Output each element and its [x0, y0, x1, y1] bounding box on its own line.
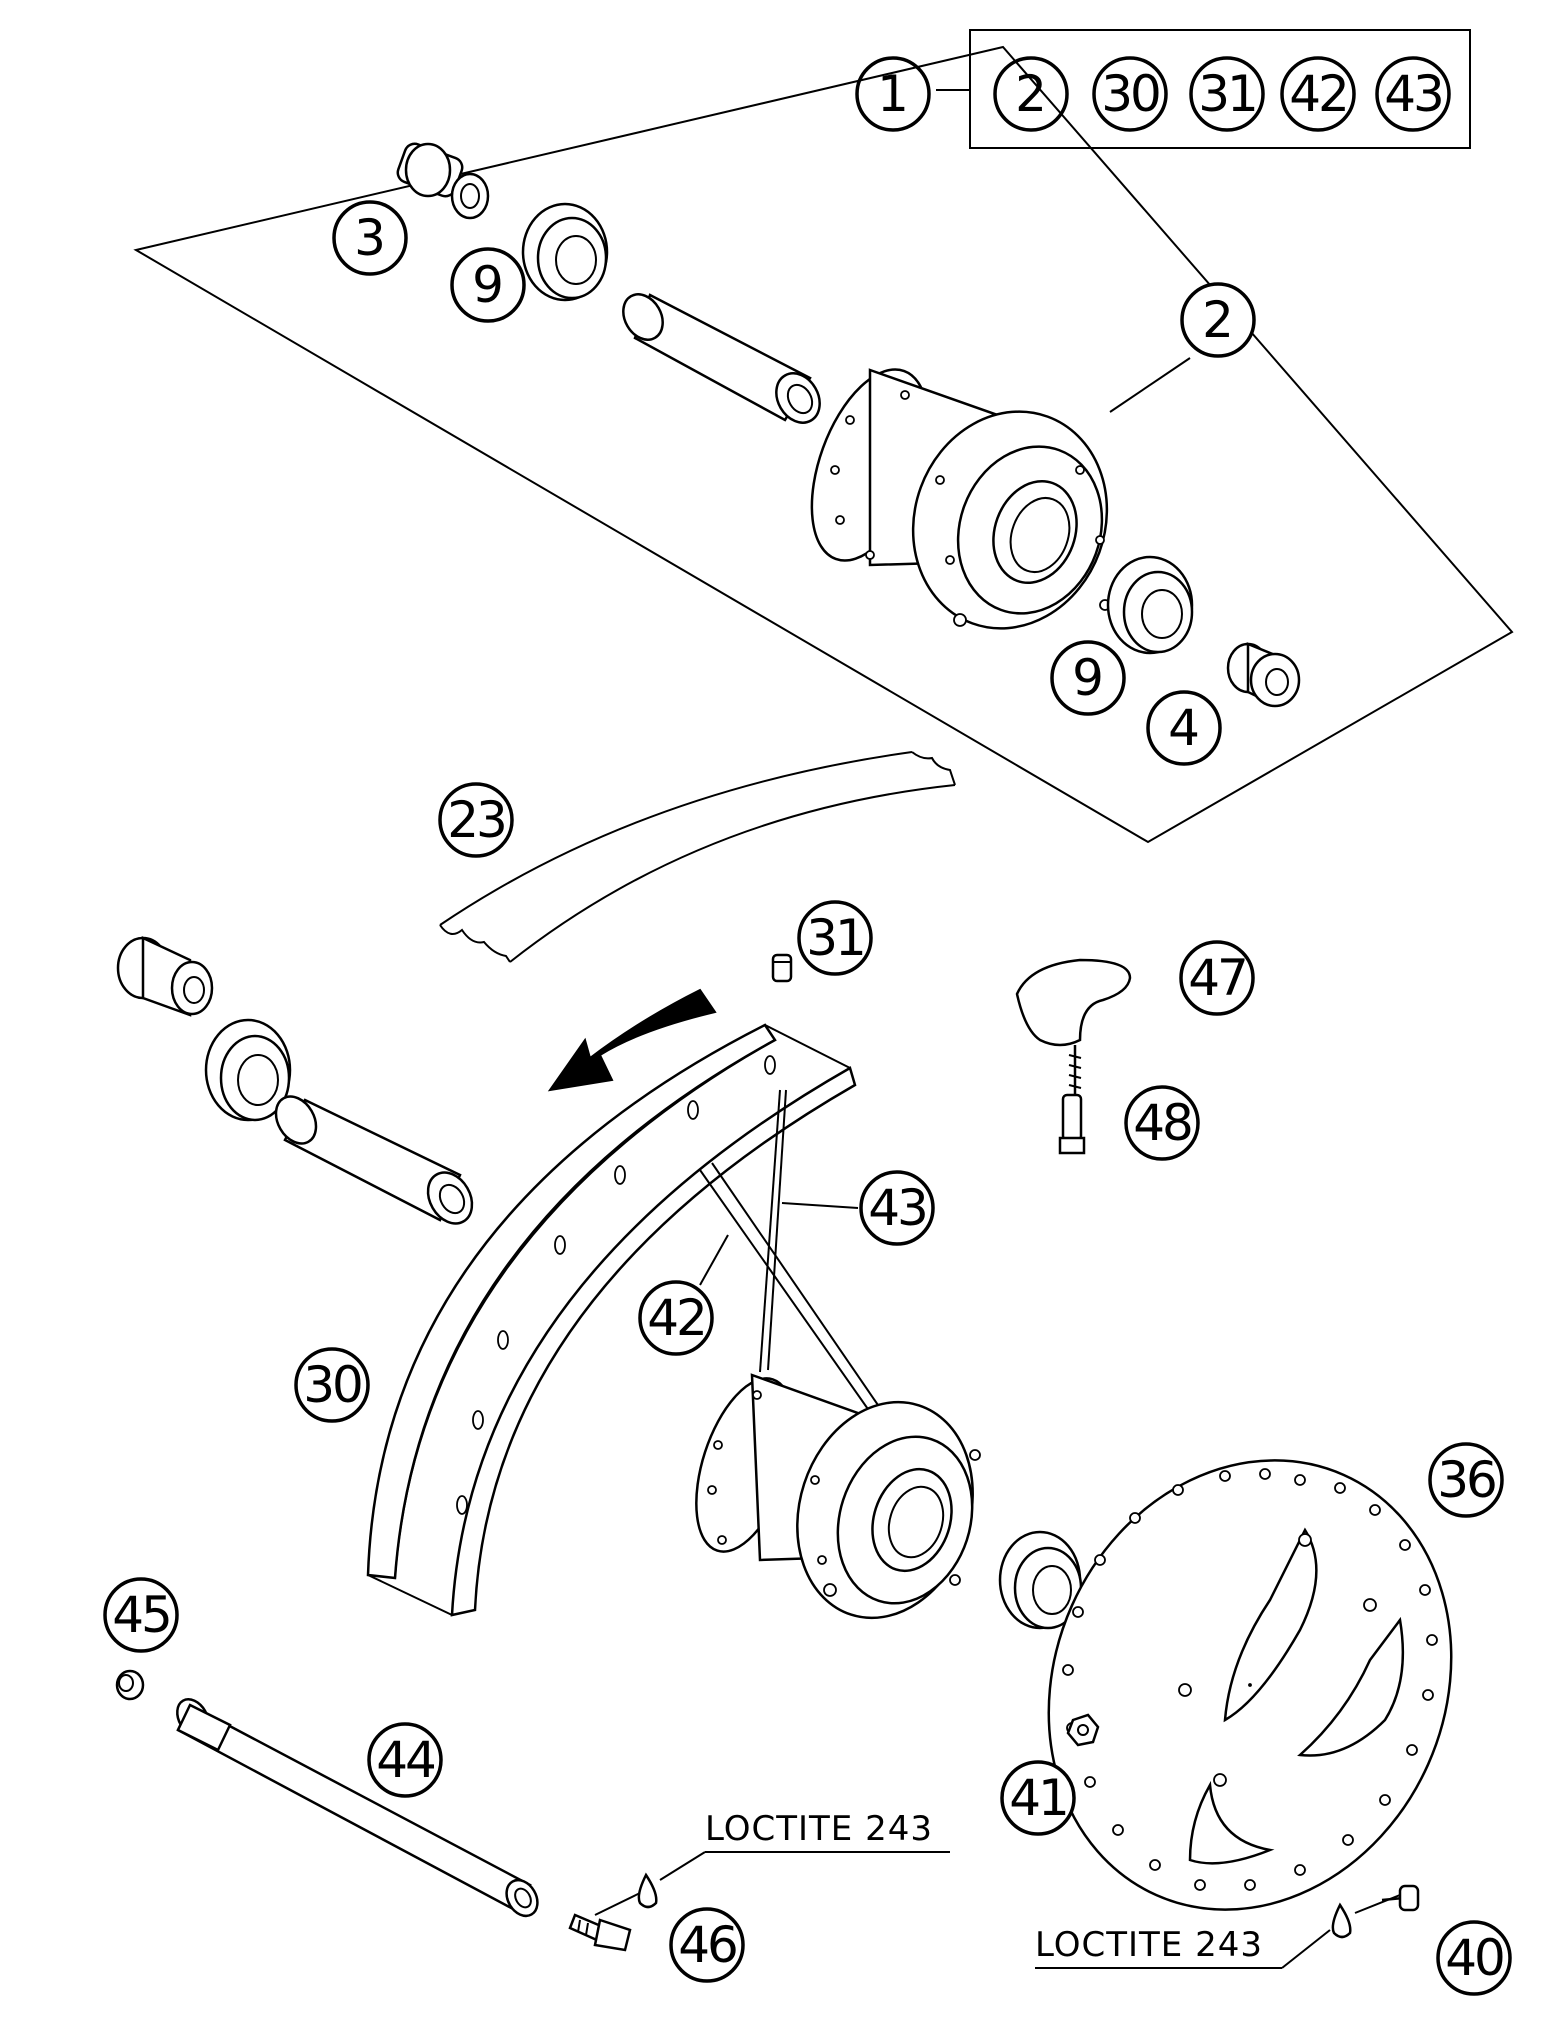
hub-assembly-panel: 3 9	[133, 45, 1514, 844]
callout-42-label: 42	[647, 1289, 705, 1347]
bolt-part-48	[1058, 1093, 1086, 1155]
callout-9-bottom-label: 9	[1072, 649, 1104, 707]
loctite-drop-left	[637, 1872, 658, 1909]
callout-31-label: 31	[806, 909, 864, 967]
callout-30-label: 30	[303, 1356, 361, 1414]
callout-43-label: 43	[868, 1179, 926, 1237]
callout-2-hub-label: 2	[1202, 291, 1234, 349]
callout-30[interactable]: 30	[294, 1347, 370, 1423]
rim-tape-part-23	[439, 751, 956, 963]
kit-group: 1 2 30 31 42 43	[855, 29, 1471, 149]
bearing-left-middle	[204, 1018, 292, 1122]
spacer-part-4	[1226, 642, 1301, 708]
cap-part-45	[115, 1669, 145, 1701]
callout-31-kit[interactable]: 31	[1189, 56, 1265, 132]
callout-46[interactable]: 46	[669, 1907, 745, 1983]
callout-45[interactable]: 45	[103, 1577, 179, 1653]
loctite-note-left: LOCTITE 243	[705, 1809, 933, 1849]
callout-42-kit[interactable]: 42	[1280, 56, 1356, 132]
callout-4-label: 4	[1168, 699, 1200, 757]
screw-part-40	[1381, 1884, 1420, 1912]
callout-4[interactable]: 4	[1146, 690, 1222, 766]
callout-45-label: 45	[112, 1586, 170, 1644]
callout-3[interactable]: 3	[332, 200, 408, 276]
callout-44-label: 44	[376, 1731, 434, 1789]
callout-2-kit[interactable]: 2	[993, 56, 1069, 132]
callout-48[interactable]: 48	[1124, 1085, 1200, 1161]
callout-47[interactable]: 47	[1179, 940, 1255, 1016]
callout-40-label: 40	[1445, 1929, 1503, 1987]
bearing-part-9-top	[521, 202, 609, 302]
callout-30-kit[interactable]: 30	[1092, 56, 1168, 132]
callout-9-bottom[interactable]: 9	[1050, 640, 1126, 716]
distance-tube	[622, 293, 821, 424]
callout-2-hub[interactable]: 2	[1180, 282, 1256, 358]
knob-nut-part-47	[1015, 958, 1132, 1100]
callout-36[interactable]: 36	[1428, 1442, 1504, 1518]
wheel-hub	[695, 1373, 981, 1620]
axle-part-44	[176, 1698, 539, 1918]
callout-30-kit-label: 30	[1101, 65, 1159, 123]
callout-46-label: 46	[678, 1916, 736, 1974]
callout-23[interactable]: 23	[438, 782, 514, 858]
spacer-left-middle	[116, 936, 214, 1017]
loctite-drop-right	[1331, 1902, 1352, 1939]
bearing-part-9-bottom	[1106, 555, 1194, 655]
callout-43[interactable]: 43	[859, 1170, 935, 1246]
callout-2-kit-label: 2	[1015, 65, 1047, 123]
distance-tube-left-middle	[274, 1095, 474, 1225]
nut-part-41	[1066, 1713, 1100, 1747]
callout-23-label: 23	[447, 791, 505, 849]
callout-36-label: 36	[1437, 1451, 1495, 1509]
rim-part-30	[366, 1023, 857, 1617]
callout-42-kit-label: 42	[1289, 65, 1347, 123]
hub-panel-outline	[133, 45, 1514, 844]
callout-9-top[interactable]: 9	[450, 247, 526, 323]
rim-lock-nut-part-31	[771, 953, 793, 983]
callout-3-label: 3	[354, 209, 386, 267]
spacer-part-3	[396, 142, 490, 220]
callout-1[interactable]: 1	[855, 56, 931, 132]
bolt-part-46	[568, 1913, 632, 1952]
callout-41-label: 41	[1009, 1769, 1067, 1827]
callout-47-label: 47	[1188, 949, 1246, 1007]
hub-part-2	[810, 368, 1111, 630]
callout-40[interactable]: 40	[1436, 1920, 1512, 1996]
callout-41[interactable]: 41	[1000, 1760, 1076, 1836]
callout-9-top-label: 9	[472, 256, 504, 314]
callout-42[interactable]: 42	[638, 1280, 714, 1356]
callout-31[interactable]: 31	[797, 900, 873, 976]
callout-44[interactable]: 44	[367, 1722, 443, 1798]
rotation-direction-arrow	[547, 988, 717, 1092]
bearing-right-middle	[998, 1530, 1083, 1630]
spokes-part-42-43	[699, 1089, 881, 1413]
callout-31-kit-label: 31	[1198, 65, 1256, 123]
brake-disc-part-36	[1047, 1459, 1453, 1911]
disc-perimeter-holes	[1062, 1468, 1438, 1891]
loctite-note-right: LOCTITE 243	[1035, 1925, 1263, 1965]
callout-48-label: 48	[1133, 1094, 1191, 1152]
callout-43-kit-label: 43	[1384, 65, 1442, 123]
callout-43-kit[interactable]: 43	[1375, 56, 1451, 132]
